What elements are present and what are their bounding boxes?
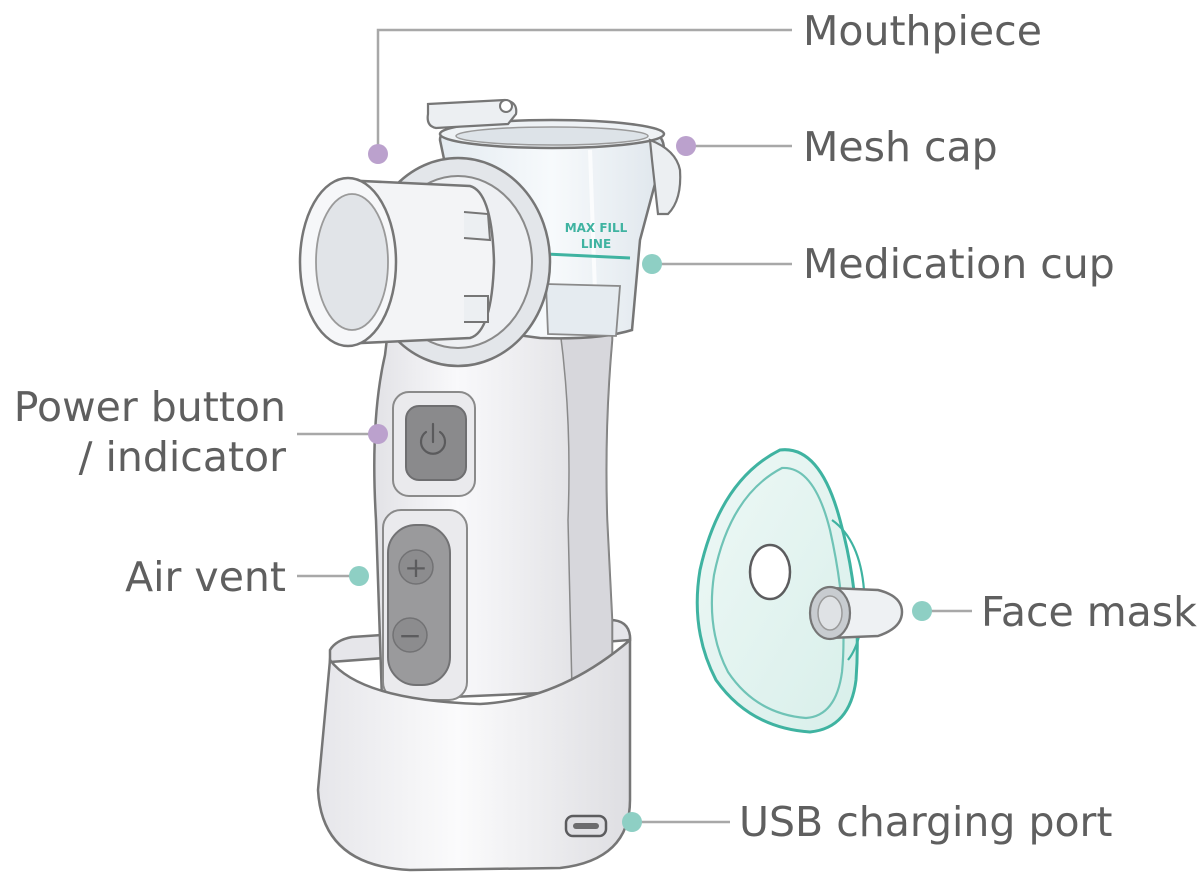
label-medication-cup: Medication cup	[803, 240, 1115, 288]
label-mouthpiece: Mouthpiece	[803, 7, 1042, 55]
mask-inner-rim	[710, 466, 845, 720]
dot-usb	[622, 812, 642, 832]
power-button	[405, 405, 467, 481]
cradle-front	[316, 637, 632, 872]
dot-mouthpiece	[368, 144, 388, 164]
dot-face-mask	[912, 601, 932, 621]
plus-symbol: +	[404, 551, 427, 584]
mouthpiece	[298, 156, 552, 368]
label-mesh-cap: Mesh cap	[803, 123, 998, 171]
label-air-vent: Air vent	[125, 553, 286, 601]
label-power-line1: Power button	[13, 383, 286, 431]
max-fill-text-1: MAX FILL	[565, 221, 628, 235]
label-face-mask: Face mask	[981, 588, 1197, 636]
dot-air-vent	[349, 566, 369, 586]
plus-button	[398, 549, 434, 585]
max-fill-text-2: LINE	[581, 237, 611, 251]
dot-mesh-cap	[676, 136, 696, 156]
callout-dots	[349, 136, 932, 832]
hinge-pin	[499, 99, 513, 113]
device-body: + −	[373, 298, 614, 702]
mesh-cap-clip	[648, 138, 682, 216]
cup-opening	[455, 126, 649, 146]
dot-medication-cup	[642, 254, 662, 274]
label-usb-charging-port: USB charging port	[739, 798, 1113, 846]
minus-symbol: −	[398, 619, 421, 652]
minus-button	[392, 617, 428, 653]
dot-power	[368, 424, 388, 444]
power-icon	[419, 422, 447, 455]
control-rocker	[387, 524, 451, 686]
mask-hole	[748, 543, 792, 601]
max-fill-line	[545, 252, 631, 260]
cup-window	[545, 283, 621, 337]
leader-mouthpiece	[376, 28, 792, 150]
body-side-panel	[559, 298, 613, 691]
label-power-line2: / indicator	[78, 433, 286, 481]
face-mask	[695, 448, 904, 734]
